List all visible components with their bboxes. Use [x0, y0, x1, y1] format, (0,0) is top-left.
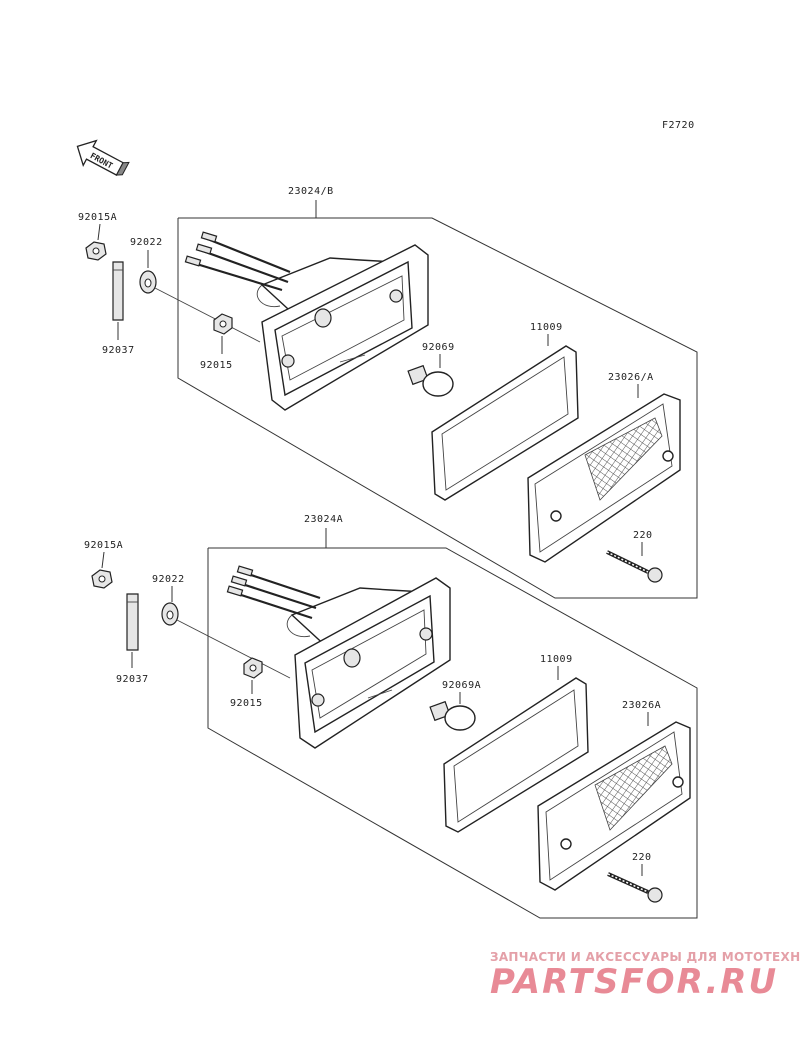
- lower-bulb-label: 92069A: [442, 680, 481, 691]
- upper-bulb: [407, 364, 454, 397]
- upper-gasket-label: 11009: [530, 322, 563, 333]
- lower-assembly: 23024A 92015A 92022 92037 92015: [84, 514, 698, 919]
- upper-washer-label: 92022: [130, 237, 163, 248]
- upper-lens: [527, 393, 681, 563]
- lower-housing: [226, 565, 451, 749]
- lower-nut-label: 92015: [230, 698, 263, 709]
- watermark-tagline: ЗАПЧАСТИ И АКСЕССУАРЫ ДЛЯ МОТОТЕХНИКИ: [490, 950, 800, 964]
- lower-nut-a-label: 92015A: [84, 540, 123, 551]
- upper-assembly: 23024/B 92015A 92022 92037 92015: [78, 186, 698, 599]
- upper-housing-label: 23024/B: [288, 186, 334, 197]
- upper-nut: [213, 313, 233, 335]
- upper-washer: [139, 270, 157, 294]
- lower-screw-label: 220: [632, 852, 652, 863]
- upper-bracket-label: 92037: [102, 345, 135, 356]
- lower-housing-label: 23024A: [304, 514, 343, 525]
- watermark-brand[interactable]: PARTSFOR.RU: [490, 962, 779, 1002]
- lower-nut-a: [91, 569, 113, 589]
- lower-gasket-label: 11009: [540, 654, 573, 665]
- front-arrow-icon: FRONT: [76, 139, 130, 176]
- upper-gasket: [431, 345, 579, 501]
- upper-bulb-label: 92069: [422, 342, 455, 353]
- lower-bulb: [429, 700, 476, 731]
- upper-nut-a-label: 92015A: [78, 212, 117, 223]
- upper-screw-label: 220: [633, 530, 653, 541]
- lower-lens-label: 23026A: [622, 700, 661, 711]
- upper-bracket: [112, 261, 124, 321]
- figure-code: F2720: [662, 120, 695, 131]
- upper-nut-a: [85, 241, 107, 261]
- upper-lens-label: 23026/A: [608, 372, 654, 383]
- lower-washer-label: 92022: [152, 574, 185, 585]
- lower-bracket-label: 92037: [116, 674, 149, 685]
- lower-gasket: [443, 677, 589, 833]
- upper-screw: [606, 550, 663, 583]
- upper-nut-label: 92015: [200, 360, 233, 371]
- lower-washer: [161, 602, 179, 626]
- upper-housing: [184, 231, 429, 411]
- lower-screw: [607, 872, 663, 903]
- lower-nut: [243, 657, 263, 679]
- lower-lens: [537, 721, 691, 891]
- lower-bracket: [126, 593, 139, 651]
